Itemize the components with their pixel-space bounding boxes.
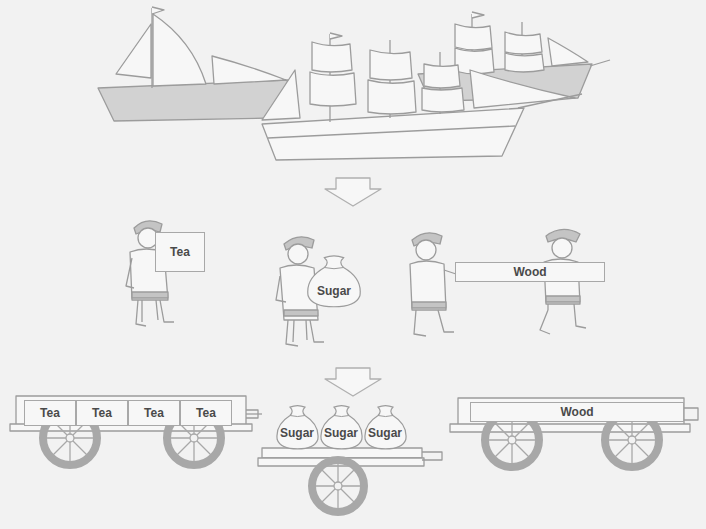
worker-figure-part <box>132 292 168 298</box>
sugar-sack: Sugar <box>362 404 409 450</box>
ship <box>262 33 582 160</box>
cart-part <box>684 408 698 420</box>
ship-part <box>368 80 416 114</box>
ship-part <box>505 53 544 72</box>
sack-outline <box>304 254 364 308</box>
worker-figure-part <box>540 304 586 334</box>
item-label: Tea <box>196 407 216 419</box>
worker-figure-part <box>142 300 158 322</box>
worker-figure <box>410 233 456 336</box>
item-label: Tea <box>40 407 60 419</box>
item-label: Wood <box>513 266 546 278</box>
worker-figure-part <box>416 240 436 260</box>
tea-box: Tea <box>180 400 232 426</box>
tea-box: Tea <box>76 400 128 426</box>
worker-figure-part <box>414 310 454 336</box>
item-label: Sugar <box>324 427 358 439</box>
sack-outline <box>320 406 361 449</box>
ship-part <box>152 7 164 14</box>
ship-part <box>98 80 288 121</box>
sack-tie <box>334 416 349 417</box>
ship-part <box>310 72 356 106</box>
ship-part <box>153 14 206 86</box>
wood-plank: Wood <box>455 262 605 282</box>
sack-outline <box>308 256 361 307</box>
item-label: Tea <box>144 407 164 419</box>
down-arrow-part <box>325 178 381 206</box>
tea-box: Tea <box>155 232 205 272</box>
ship-part <box>470 70 575 108</box>
down-arrow <box>325 178 381 206</box>
worker-figure-part <box>293 320 307 342</box>
tea-box: Tea <box>24 400 76 426</box>
worker-figure-part <box>547 304 548 310</box>
item-label: Tea <box>170 246 190 258</box>
worker-figure-part <box>126 258 134 288</box>
ship-part <box>472 12 484 18</box>
cart-wheel-part <box>312 460 364 512</box>
tea-box: Tea <box>128 400 180 426</box>
ship-part <box>370 50 412 80</box>
worker-figure-part <box>410 261 446 310</box>
cart-part <box>16 396 246 430</box>
cart-part <box>246 413 262 414</box>
item-label: Sugar <box>280 427 314 439</box>
ship-part <box>548 38 588 66</box>
down-arrow <box>325 368 381 396</box>
worker-figure-part <box>286 320 324 346</box>
worker-figure-part <box>136 300 174 326</box>
ship-part <box>312 42 352 72</box>
worker-figure-part <box>276 276 286 302</box>
cart-wheel-part <box>334 482 342 490</box>
ship-part <box>262 70 300 120</box>
ship-part <box>455 24 492 50</box>
ship-part <box>590 60 610 66</box>
cart-wheel-part <box>66 434 74 442</box>
ship-part <box>424 64 460 88</box>
ship-part <box>262 108 524 160</box>
worker-figure-part <box>412 302 446 308</box>
ship-part <box>212 56 286 84</box>
worker-figure-part <box>552 238 572 258</box>
worker-figure-part <box>288 244 308 264</box>
ship-part <box>268 126 515 138</box>
sugar-sack: Sugar <box>318 404 365 450</box>
sack-tie <box>290 416 305 417</box>
ship-part <box>455 48 494 74</box>
sack-tie <box>324 268 343 269</box>
sack-outline <box>364 406 405 449</box>
sugar-sack: Sugar <box>274 404 321 450</box>
sugar-sack: Sugar <box>304 254 364 308</box>
down-arrow-part <box>325 368 381 396</box>
sack-outline <box>276 406 317 449</box>
ship-part <box>116 24 151 78</box>
item-label: Wood <box>560 406 593 418</box>
cart-part <box>422 452 442 460</box>
ship-part <box>505 32 542 54</box>
ship-part <box>518 94 582 108</box>
cart-wheel-part <box>190 434 198 442</box>
worker-figure-part <box>284 310 318 316</box>
ship-part <box>422 88 464 112</box>
worker-figure-part <box>546 296 580 302</box>
cart <box>10 396 262 431</box>
cart-wheel <box>312 460 364 512</box>
ship-part <box>330 33 342 39</box>
cart-wheel-part <box>508 436 516 444</box>
item-label: Sugar <box>317 285 351 297</box>
wood-plank: Wood <box>470 402 684 422</box>
item-label: Sugar <box>368 427 402 439</box>
item-label: Tea <box>92 407 112 419</box>
sack-tie <box>378 416 393 417</box>
cart-wheel-part <box>628 436 636 444</box>
cart-wheel-part <box>312 460 364 512</box>
ship <box>98 7 288 121</box>
